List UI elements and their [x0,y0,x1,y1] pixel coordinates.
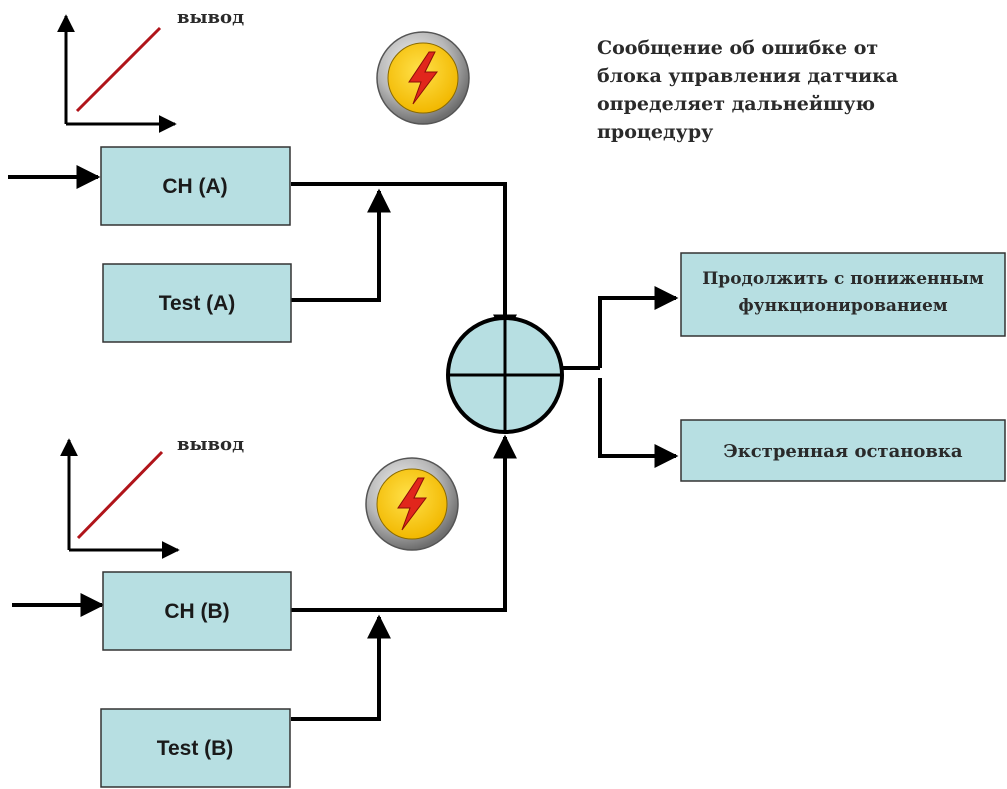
graph-bottom-label: вывод [177,434,244,455]
connector-lines [291,182,679,721]
block-ch-a: CH (A) [100,146,291,226]
block-test-a: Test (A) [102,263,292,343]
block-test-a-label: Test (A) [159,292,236,315]
block-ch-b-label: CH (B) [164,600,229,623]
fault-note-line-3: определяет дальнейшую [597,93,876,115]
graph-bottom-curve [76,450,164,540]
block-ch-b: CH (B) [102,571,292,651]
block-test-b: Test (B) [100,708,291,788]
graph-top-curve [75,26,162,113]
output-graph-bottom: вывод [60,434,244,559]
block-test-b-label: Test (B) [157,737,234,760]
fault-note-line-2: блока управления датчика [597,65,899,87]
block-ch-a-label: CH (A) [162,175,227,198]
output-continue-reduced: Продолжить с пониженным функционирование… [680,252,1006,337]
output-continue-line1: Продолжить с пониженным [702,269,984,289]
output-continue-line2: функционированием [738,296,947,316]
output-emergency-label: Экстренная остановка [723,441,963,462]
summing-junction [446,316,564,434]
lightning-bolt-icon-top [376,31,470,125]
output-emergency-stop: Экстренная остановка [680,419,1006,482]
graph-top-label: вывод [177,7,244,28]
output-graph-top: вывод [57,7,244,133]
fault-note: Сообщение об ошибке от блока управления … [597,34,997,146]
lightning-bolt-icon-bottom [365,457,459,551]
fault-note-line-1: Сообщение об ошибке от [597,37,879,59]
fault-note-line-4: процедуру [597,121,714,143]
